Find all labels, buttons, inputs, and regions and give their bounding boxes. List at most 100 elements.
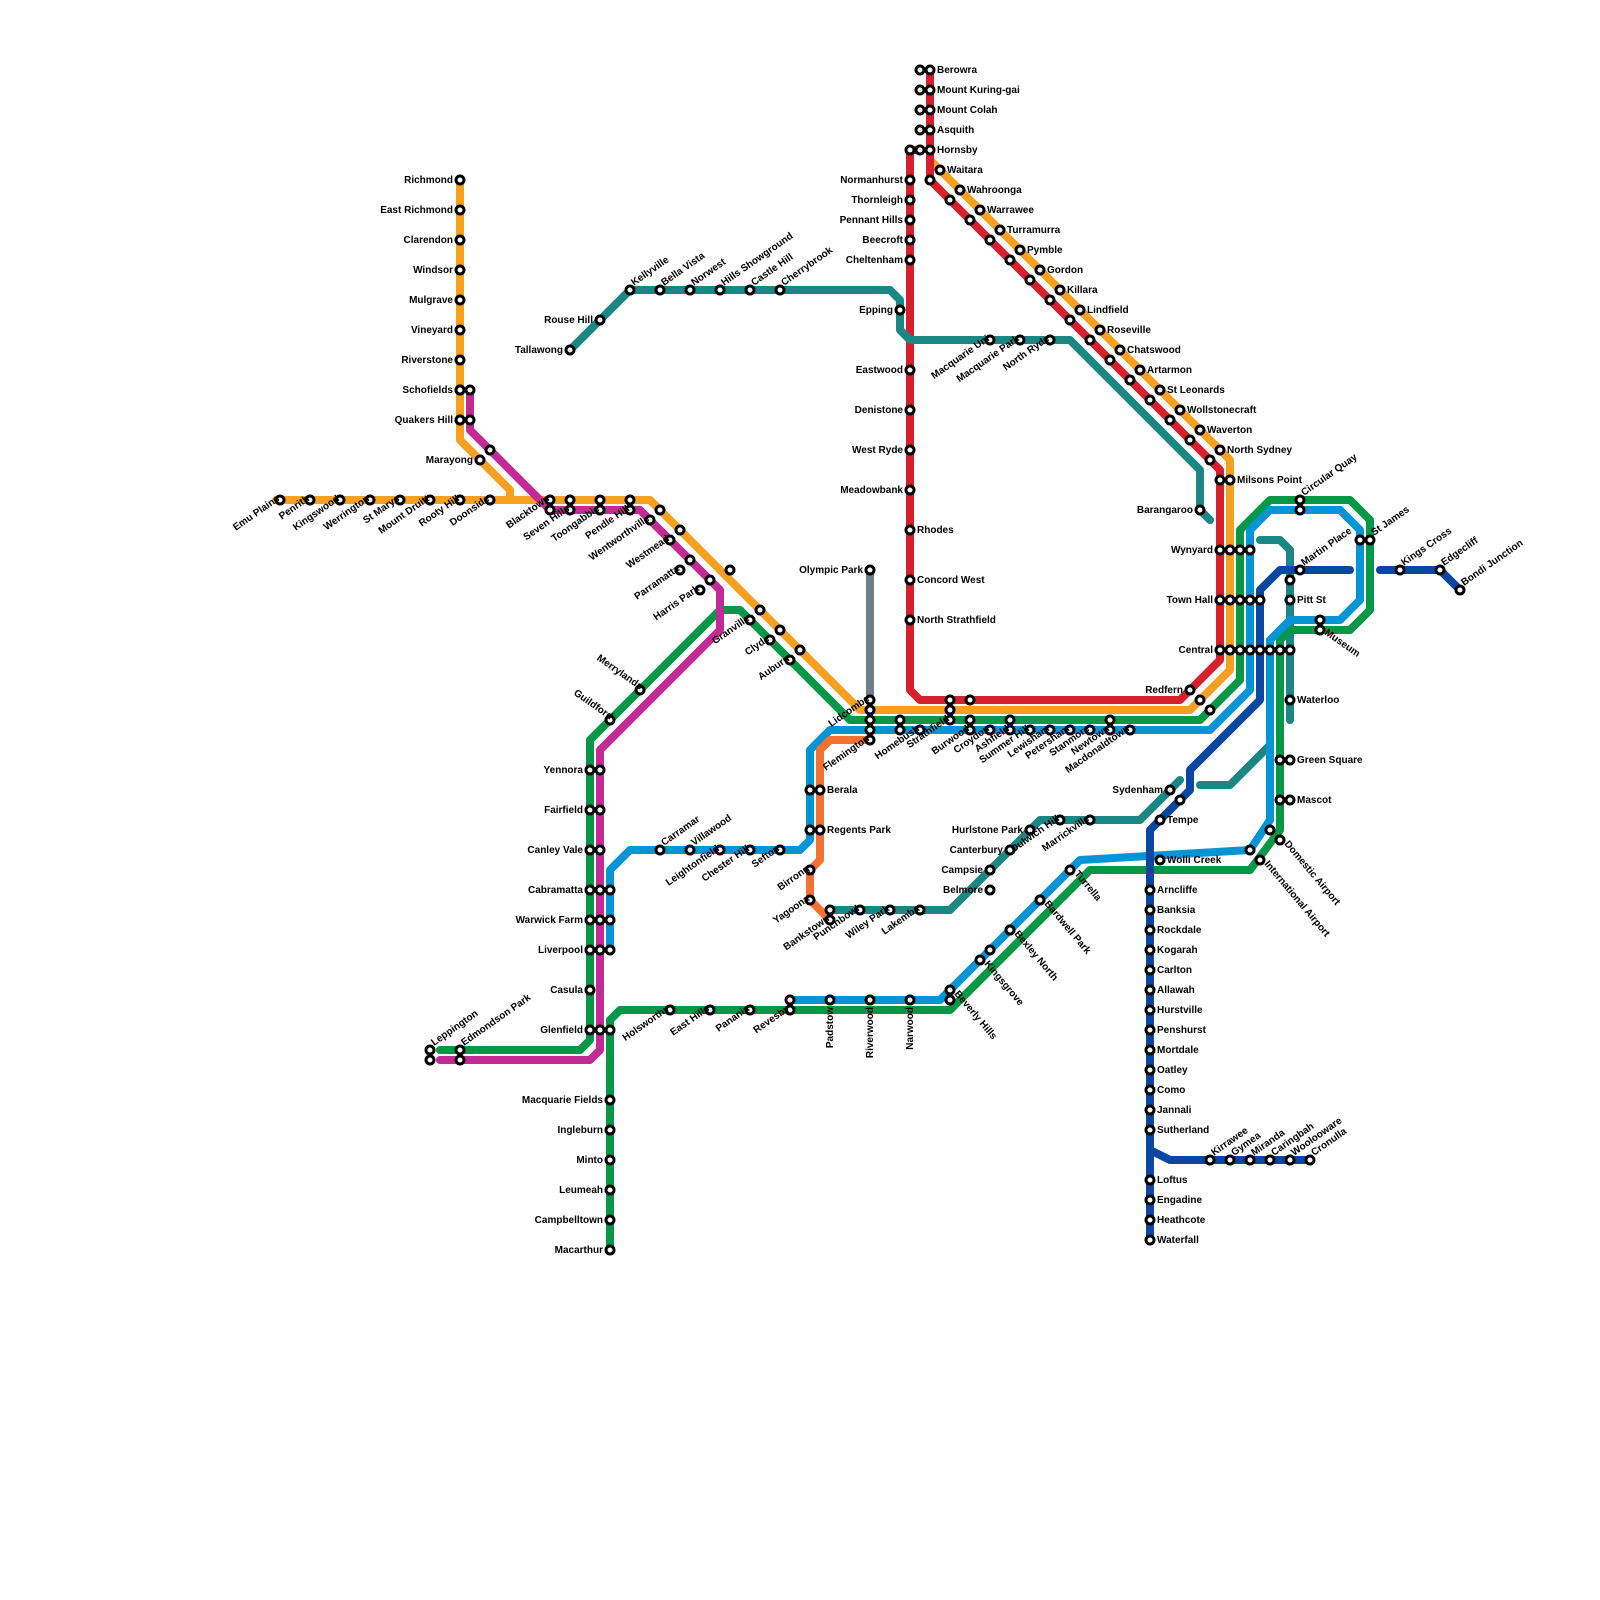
station-stop-meadowbank[interactable]	[904, 484, 916, 496]
interchange-stop[interactable]	[464, 414, 476, 426]
interchange-stop[interactable]	[654, 504, 666, 516]
station-stop-guildford[interactable]	[604, 714, 616, 726]
interchange-stop[interactable]	[774, 624, 786, 636]
interchange-stop[interactable]	[914, 144, 926, 156]
interchange-stop[interactable]	[914, 64, 926, 76]
station-stop-wolli_creek[interactable]	[1154, 854, 1166, 866]
station-stop-campsie[interactable]	[984, 864, 996, 876]
interchange-stop[interactable]	[1004, 714, 1016, 726]
station-stop-regents_park[interactable]	[814, 824, 826, 836]
station-stop-hurstville[interactable]	[1144, 1004, 1156, 1016]
station-stop-allawah[interactable]	[1144, 984, 1156, 996]
station-stop-richmond[interactable]	[454, 174, 466, 186]
station-stop-riverwood[interactable]	[864, 994, 876, 1006]
interchange-stop[interactable]	[914, 84, 926, 96]
station-stop-town_hall[interactable]	[1214, 594, 1226, 606]
interchange-stop[interactable]	[1024, 274, 1036, 286]
interchange-stop[interactable]	[1224, 544, 1236, 556]
station-stop-loftus[interactable]	[1144, 1174, 1156, 1186]
station-stop-leightonfield[interactable]	[714, 844, 726, 856]
interchange-stop[interactable]	[1064, 314, 1076, 326]
station-stop-st_leonards[interactable]	[1154, 384, 1166, 396]
station-stop-mount_kuring_gai[interactable]	[924, 84, 936, 96]
station-stop-epping[interactable]	[894, 304, 906, 316]
station-stop-fairfield[interactable]	[584, 804, 596, 816]
station-stop-kogarah[interactable]	[1144, 944, 1156, 956]
interchange-stop[interactable]	[894, 724, 906, 736]
station-stop-jannali[interactable]	[1144, 1104, 1156, 1116]
station-stop-merrylands[interactable]	[634, 684, 646, 696]
interchange-stop[interactable]	[964, 694, 976, 706]
interchange-stop[interactable]	[864, 704, 876, 716]
station-stop-rooty_hill[interactable]	[454, 494, 466, 506]
interchange-stop[interactable]	[1244, 544, 1256, 556]
interchange-stop[interactable]	[1284, 644, 1296, 656]
station-stop-revesby[interactable]	[784, 1004, 796, 1016]
interchange-stop[interactable]	[1214, 474, 1226, 486]
station-stop-wynyard[interactable]	[1214, 544, 1226, 556]
station-stop-wentworthville[interactable]	[644, 514, 656, 526]
station-stop-granville[interactable]	[744, 614, 756, 626]
station-stop-belmore[interactable]	[984, 884, 996, 896]
station-stop-minto[interactable]	[604, 1154, 616, 1166]
station-stop-st_marys[interactable]	[394, 494, 406, 506]
station-stop-homebush[interactable]	[914, 724, 926, 736]
station-stop-engadine[interactable]	[1144, 1194, 1156, 1206]
interchange-stop[interactable]	[794, 644, 806, 656]
station-stop-marrickville[interactable]	[1084, 814, 1096, 826]
station-stop-waterloo[interactable]	[1284, 694, 1296, 706]
interchange-stop[interactable]	[1254, 594, 1266, 606]
station-stop-ashfield[interactable]	[1004, 724, 1016, 736]
interchange-stop[interactable]	[594, 884, 606, 896]
interchange-stop[interactable]	[1224, 594, 1236, 606]
interchange-stop[interactable]	[944, 994, 956, 1006]
station-stop-denistone[interactable]	[904, 404, 916, 416]
interchange-stop[interactable]	[594, 944, 606, 956]
station-stop-campbelltown[interactable]	[604, 1214, 616, 1226]
station-stop-sydenham[interactable]	[1164, 784, 1176, 796]
station-stop-macquarie_uni[interactable]	[984, 334, 996, 346]
station-stop-marayong[interactable]	[474, 454, 486, 466]
station-stop-hills_showground[interactable]	[714, 284, 726, 296]
station-stop-norwest[interactable]	[684, 284, 696, 296]
interchange-stop[interactable]	[1204, 704, 1216, 716]
station-stop-padstow[interactable]	[824, 994, 836, 1006]
interchange-stop[interactable]	[1194, 694, 1206, 706]
station-stop-west_ryde[interactable]	[904, 444, 916, 456]
station-stop-quakers_hill[interactable]	[454, 414, 466, 426]
interchange-stop[interactable]	[1174, 794, 1186, 806]
interchange-stop[interactable]	[984, 234, 996, 246]
station-stop-canterbury[interactable]	[1004, 844, 1016, 856]
station-stop-blacktown[interactable]	[544, 494, 556, 506]
station-stop-penshurst[interactable]	[1144, 1024, 1156, 1036]
interchange-stop[interactable]	[1124, 374, 1136, 386]
station-stop-windsor[interactable]	[454, 264, 466, 276]
station-stop-bondi_junction[interactable]	[1454, 584, 1466, 596]
interchange-stop[interactable]	[1234, 544, 1246, 556]
station-stop-bella_vista[interactable]	[654, 284, 666, 296]
station-stop-kings_cross[interactable]	[1394, 564, 1406, 576]
interchange-stop[interactable]	[1084, 334, 1096, 346]
station-stop-turramurra[interactable]	[994, 224, 1006, 236]
interchange-stop[interactable]	[1204, 454, 1216, 466]
station-stop-martin_place[interactable]	[1294, 564, 1306, 576]
station-stop-milsons_point[interactable]	[1224, 474, 1236, 486]
station-stop-tallawong[interactable]	[564, 344, 576, 356]
station-stop-yagoona[interactable]	[804, 894, 816, 906]
station-stop-wiley_park[interactable]	[884, 904, 896, 916]
station-stop-kingswood[interactable]	[334, 494, 346, 506]
interchange-stop[interactable]	[914, 104, 926, 116]
interchange-stop[interactable]	[544, 504, 556, 516]
station-stop-penrith[interactable]	[304, 494, 316, 506]
station-stop-eastwood[interactable]	[904, 364, 916, 376]
interchange-stop[interactable]	[1234, 644, 1246, 656]
station-stop-carlton[interactable]	[1144, 964, 1156, 976]
station-stop-killara[interactable]	[1054, 284, 1066, 296]
station-stop-green_square[interactable]	[1284, 754, 1296, 766]
interchange-stop[interactable]	[674, 524, 686, 536]
interchange-stop[interactable]	[1104, 714, 1116, 726]
station-stop-narwood[interactable]	[904, 994, 916, 1006]
station-stop-arncliffe[interactable]	[1144, 884, 1156, 896]
station-stop-berala[interactable]	[814, 784, 826, 796]
station-stop-castle_hill[interactable]	[744, 284, 756, 296]
